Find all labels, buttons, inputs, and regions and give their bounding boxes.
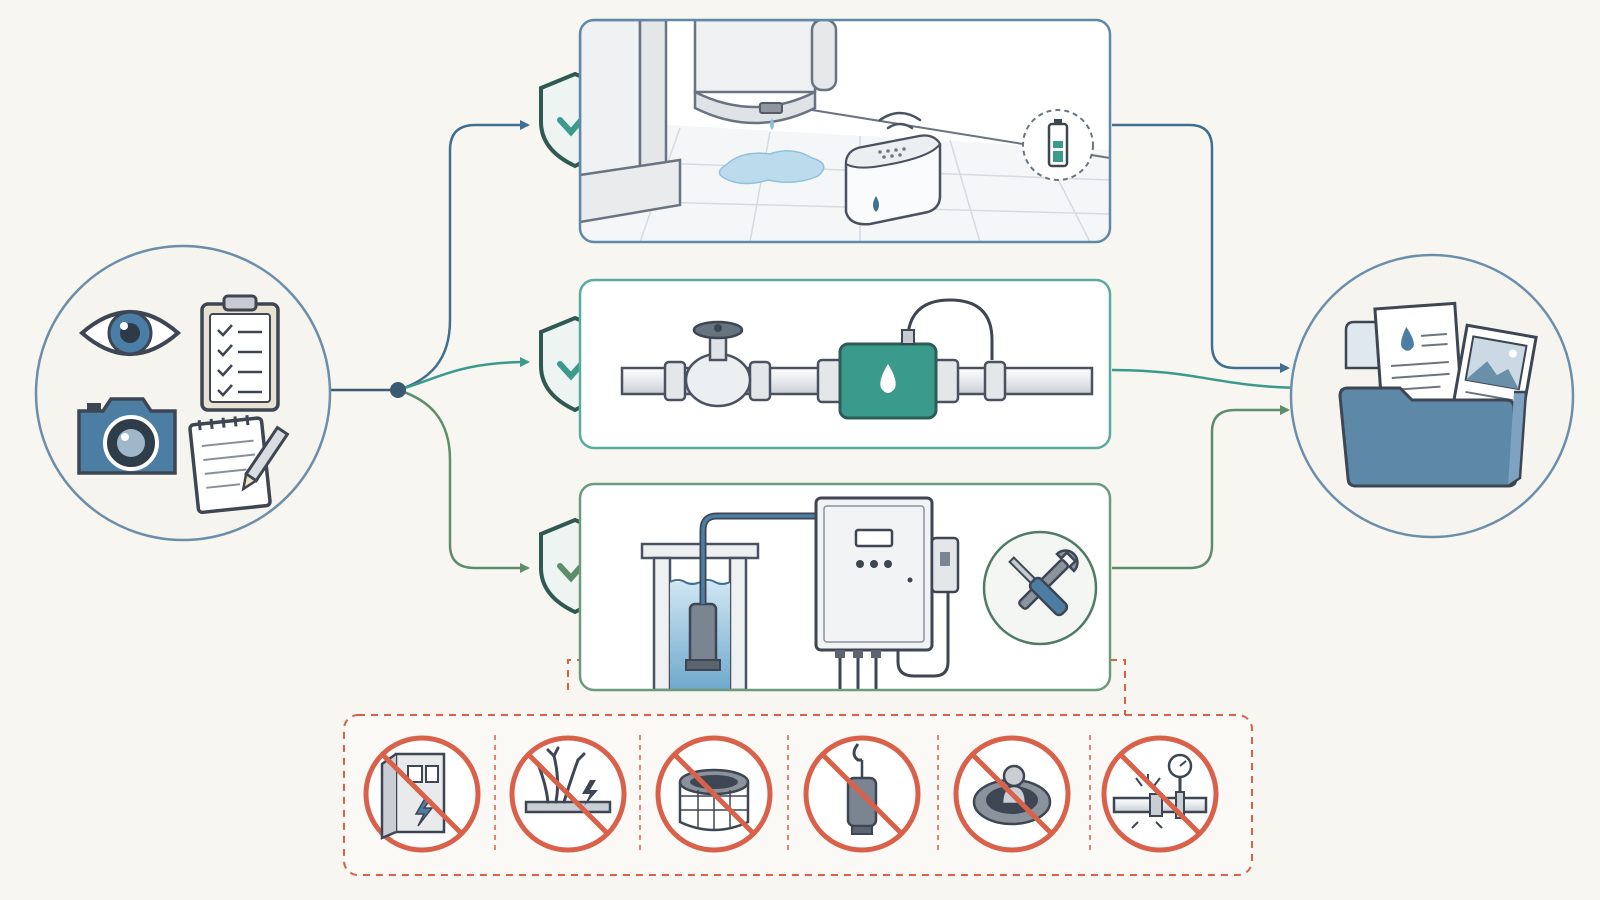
connector-hub-to-bottom <box>397 388 530 573</box>
no-lifting-pump-icon <box>803 735 921 853</box>
hub-node <box>390 382 406 398</box>
eye-icon <box>78 310 182 356</box>
no-confined-space-entry-icon <box>953 735 1071 853</box>
connector-hub-to-middle <box>397 357 530 392</box>
connectors <box>330 120 1312 715</box>
pipe-valve-flow-monitor-scene <box>578 278 1112 450</box>
sump-pump-control-panel-scene <box>578 482 1112 692</box>
connector-to-prohibited <box>567 659 1126 715</box>
prohibited-actions-group <box>343 714 1253 876</box>
notepad-pencil-icon <box>188 415 290 515</box>
control-panel <box>814 496 960 690</box>
output-node <box>1289 253 1575 539</box>
clipboard-checklist-icon <box>200 294 280 412</box>
battery-status-icon <box>1022 109 1094 181</box>
connector-top-to-output <box>1112 123 1290 373</box>
inputs-node <box>34 244 332 542</box>
no-damaged-wires-icon <box>509 735 627 853</box>
camera-icon <box>77 397 177 475</box>
no-pressurized-pipe-icon <box>1101 735 1219 853</box>
no-open-well-icon <box>655 735 773 853</box>
no-electrical-panel-icon <box>363 735 481 853</box>
leak-sensor-water-heater-scene <box>578 18 1112 244</box>
document-folder-icon <box>1338 301 1538 488</box>
flow-monitor-device <box>838 298 994 420</box>
leak-sensor-device <box>844 111 942 226</box>
connector-bottom-to-output <box>1112 405 1290 570</box>
valve <box>663 320 772 408</box>
connector-hub-to-top <box>397 120 530 392</box>
sump-pump <box>685 512 818 671</box>
connector-middle-to-output <box>1111 368 1312 393</box>
wrench-screwdriver-icon <box>982 530 1098 646</box>
